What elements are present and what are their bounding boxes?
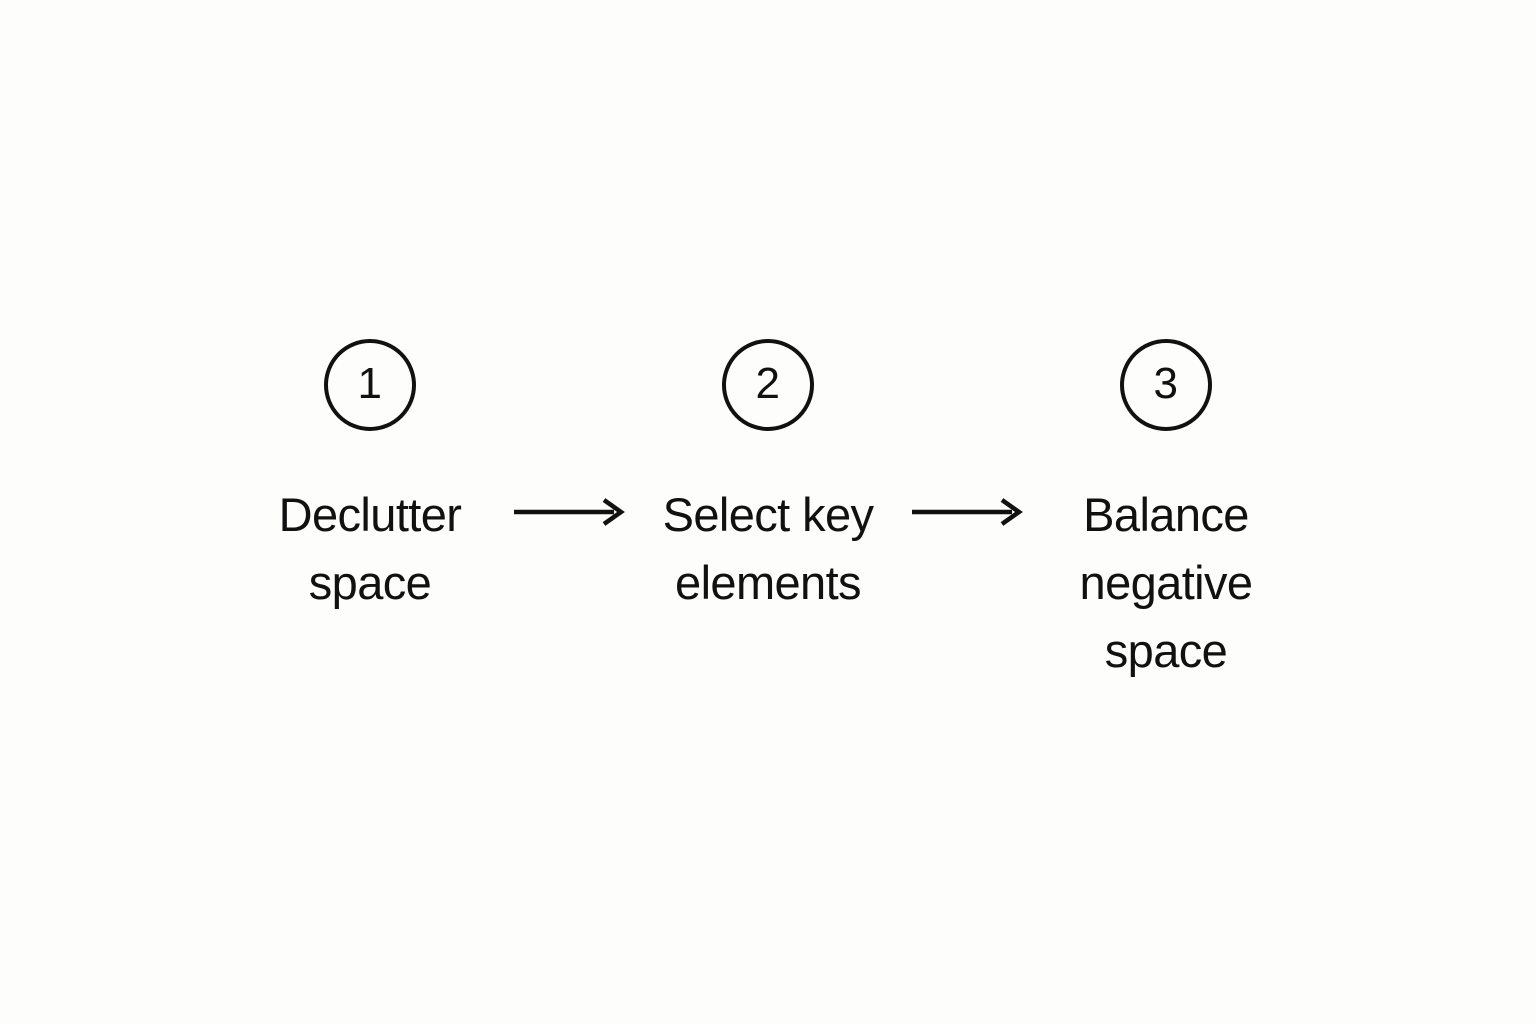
step-number-badge-1: 1 (324, 339, 416, 431)
step-number-1: 1 (357, 359, 383, 408)
process-step-1: 1 Declutter space (230, 339, 510, 617)
arrow-right-icon (912, 498, 1023, 526)
step-number-badge-3: 3 (1120, 339, 1212, 431)
step-number-3: 3 (1153, 359, 1179, 408)
connector-1-to-2 (510, 339, 628, 527)
connector-2-to-3 (908, 339, 1026, 527)
process-step-2: 2 Select key elements (628, 339, 908, 617)
process-flow-diagram: 1 Declutter space 2 Select key elements … (0, 339, 1536, 685)
step-label-2: Select key elements (662, 488, 874, 609)
step-label-1: Declutter space (278, 488, 462, 609)
arrow-right-icon (514, 498, 625, 526)
step-number-2: 2 (755, 359, 781, 408)
step-label-3: Balance negative space (1079, 488, 1254, 677)
process-step-3: 3 Balance negative space (1026, 339, 1306, 685)
step-number-badge-2: 2 (722, 339, 814, 431)
